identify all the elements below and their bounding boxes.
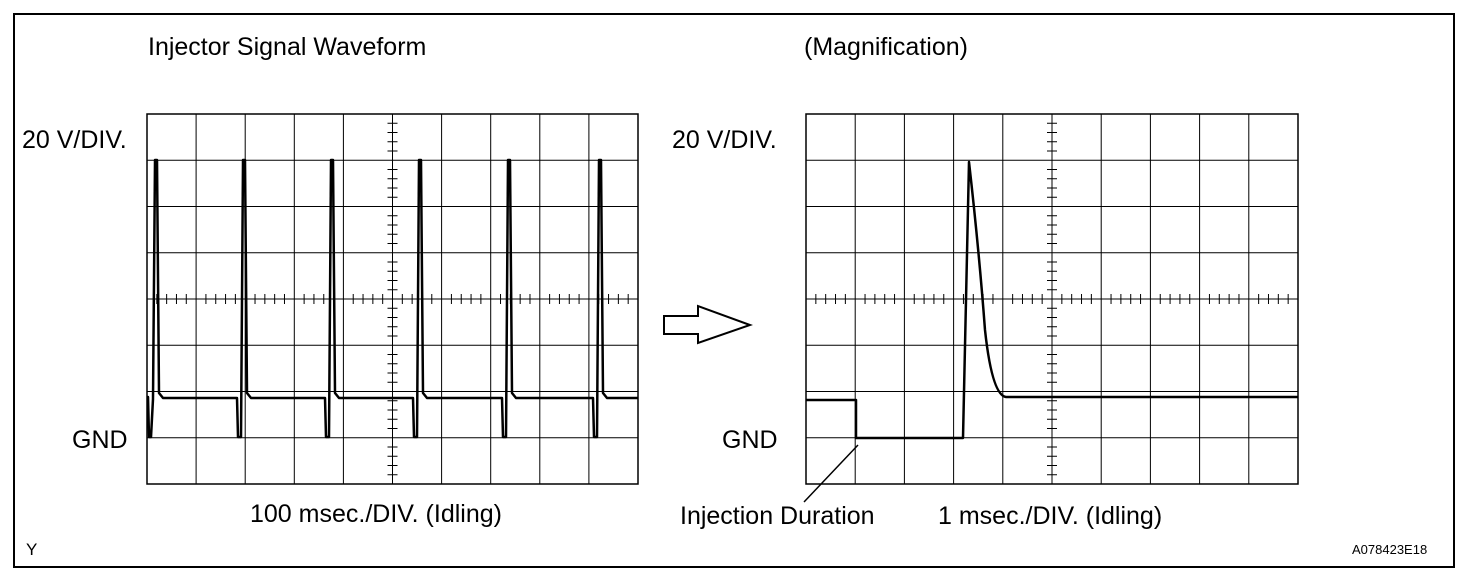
right-vertical-scale: 20 V/DIV. bbox=[672, 126, 777, 154]
left-time-scale: 100 msec./DIV. (Idling) bbox=[250, 500, 502, 528]
injection-duration-label: Injection Duration bbox=[680, 502, 875, 530]
left-panel-title: Injector Signal Waveform bbox=[148, 33, 427, 61]
right-time-scale: 1 msec./DIV. (Idling) bbox=[938, 502, 1163, 530]
left-oscilloscope-grid bbox=[146, 113, 639, 485]
left-injector-waveform bbox=[146, 158, 638, 439]
figure-frame bbox=[13, 13, 1455, 568]
left-gnd-label: GND bbox=[72, 426, 128, 454]
right-panel-title: (Magnification) bbox=[804, 33, 968, 61]
injection-duration-leader bbox=[803, 444, 859, 503]
figure-code: A078423E18 bbox=[1352, 542, 1428, 557]
right-oscilloscope-grid bbox=[805, 113, 1299, 485]
left-vertical-scale: 20 V/DIV. bbox=[22, 126, 127, 154]
hollow-right-arrow-icon bbox=[663, 304, 753, 345]
right-injector-waveform bbox=[806, 160, 1298, 440]
right-gnd-label: GND bbox=[722, 426, 778, 454]
corner-letter: Y bbox=[26, 540, 38, 559]
